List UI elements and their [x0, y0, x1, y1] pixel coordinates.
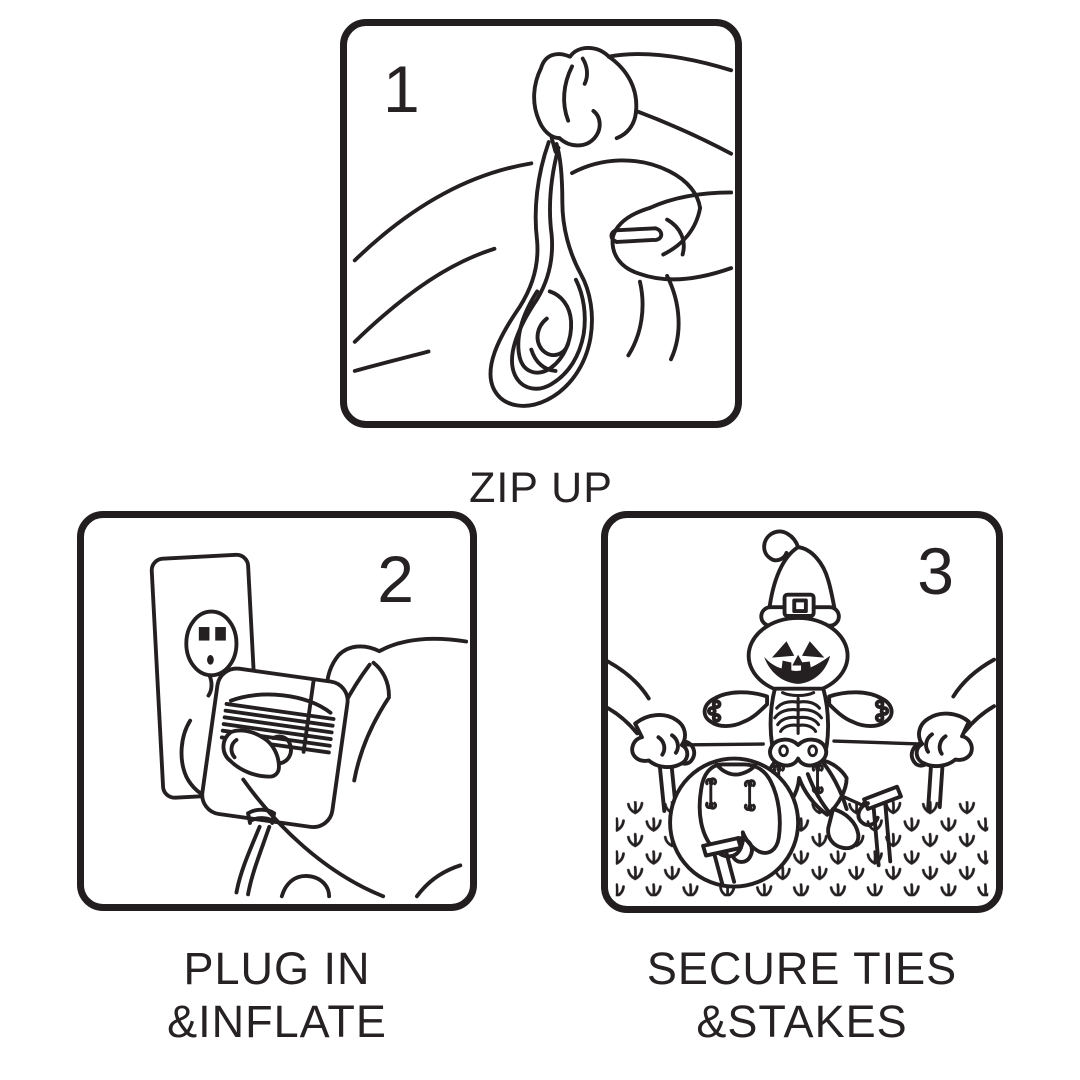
- step-2-caption: PLUG IN &INFLATE: [77, 942, 477, 1048]
- left-stake-and-hand: [608, 659, 697, 813]
- step-2-panel: 2: [77, 511, 477, 911]
- inflatable-arms: [702, 690, 894, 729]
- zip-up-illustration: [352, 45, 734, 408]
- right-stake-and-hand: [909, 657, 996, 811]
- step-1-panel: 1: [340, 19, 742, 428]
- secure-ties-illustration: [608, 529, 996, 897]
- upper-hand: [532, 45, 734, 156]
- pumpkin-head: [746, 615, 850, 696]
- caption-line: &STAKES: [696, 996, 908, 1047]
- plug-in-illustration: [149, 552, 469, 899]
- step-1-caption: ZIP UP: [469, 464, 613, 512]
- caption-line: &INFLATE: [167, 996, 387, 1047]
- gripping-hand: [324, 636, 469, 876]
- zipper-opening: [488, 136, 594, 408]
- caption-line: PLUG IN: [183, 943, 371, 994]
- step-number: 3: [917, 534, 954, 608]
- thumb: [221, 728, 281, 779]
- rib-cage: [773, 691, 823, 735]
- fabric-folds: [352, 161, 534, 373]
- step-number: 1: [383, 52, 420, 126]
- witch-hat: [759, 529, 841, 628]
- step-number: 2: [377, 542, 414, 616]
- step-3-panel: 3: [601, 511, 1003, 913]
- lower-hand: [609, 190, 734, 362]
- jack-o-lantern-face: [764, 641, 831, 684]
- stake-detail-magnifier: [668, 756, 801, 889]
- foot-bones: [705, 777, 756, 812]
- power-cord: [234, 807, 277, 897]
- ground-stake-middle: [856, 784, 903, 868]
- step-3-caption: SECURE TIES &STAKES: [601, 942, 1003, 1048]
- caption-line: SECURE TIES: [646, 943, 958, 994]
